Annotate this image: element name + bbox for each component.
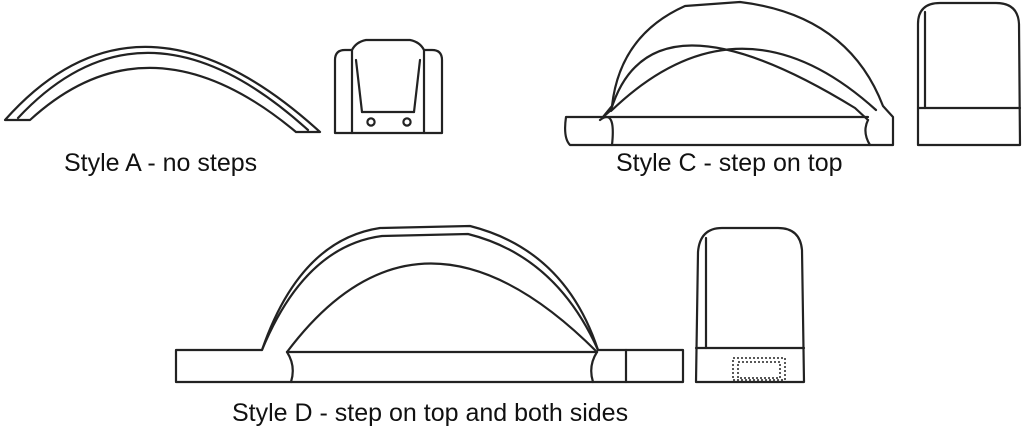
style-a-fender-end (333, 38, 444, 135)
style-c-fender-side (564, 0, 895, 147)
side-step-outline (732, 357, 786, 381)
style-d-caption: Style D - step on top and both sides (232, 399, 629, 427)
style-c-caption: Style C - step on top (616, 149, 843, 177)
style-a-caption: Style A - no steps (64, 149, 258, 177)
style-d-fender-side (174, 224, 685, 384)
bolt-hole-right (402, 117, 412, 127)
style-a-fender-side (3, 45, 322, 134)
style-c-fender-end (916, 1, 1022, 147)
style-d-fender-end (694, 226, 806, 384)
bolt-hole-left (366, 117, 376, 127)
